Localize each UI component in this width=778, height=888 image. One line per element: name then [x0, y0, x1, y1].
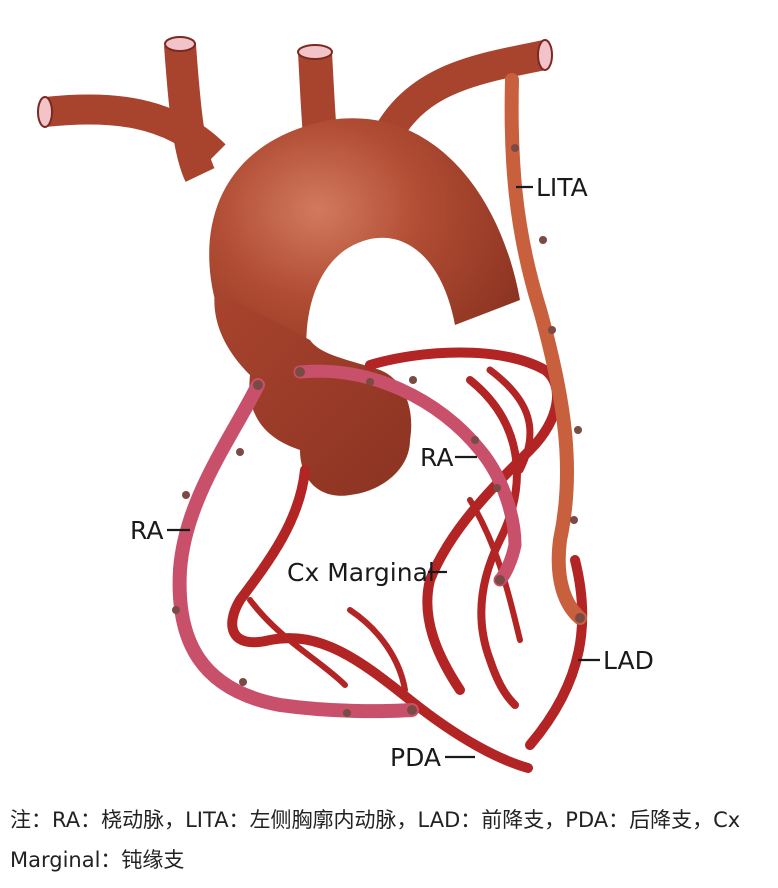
suture-marks: [172, 144, 585, 717]
aortic-arch: [209, 118, 520, 380]
label-lita: LITA: [516, 173, 588, 202]
lita-label: LITA: [536, 173, 588, 202]
lad-label: LAD: [603, 646, 654, 675]
ra-right-label: RA: [420, 443, 453, 472]
pda-label: PDA: [390, 743, 441, 772]
radial-grafts: [172, 364, 522, 719]
heart-body: [214, 290, 412, 496]
lita-graft: [504, 73, 587, 625]
label-pda: PDA: [390, 743, 475, 772]
figure-caption: 注：RA：桡动脉，LITA：左侧胸廓内动脉，LAD：前降支，PDA：后降支，Cx…: [10, 808, 741, 872]
label-ra-left: RA: [130, 516, 190, 545]
label-cx-marginal: Cx Marginal: [287, 558, 447, 587]
ra-left-label: RA: [130, 516, 163, 545]
label-lad: LAD: [578, 646, 654, 675]
label-ra-right: RA: [420, 443, 477, 472]
cx-marginal-label: Cx Marginal: [287, 558, 435, 587]
cabg-diagram: LITA RA RA Cx Marginal LAD PDA: [37, 36, 654, 773]
